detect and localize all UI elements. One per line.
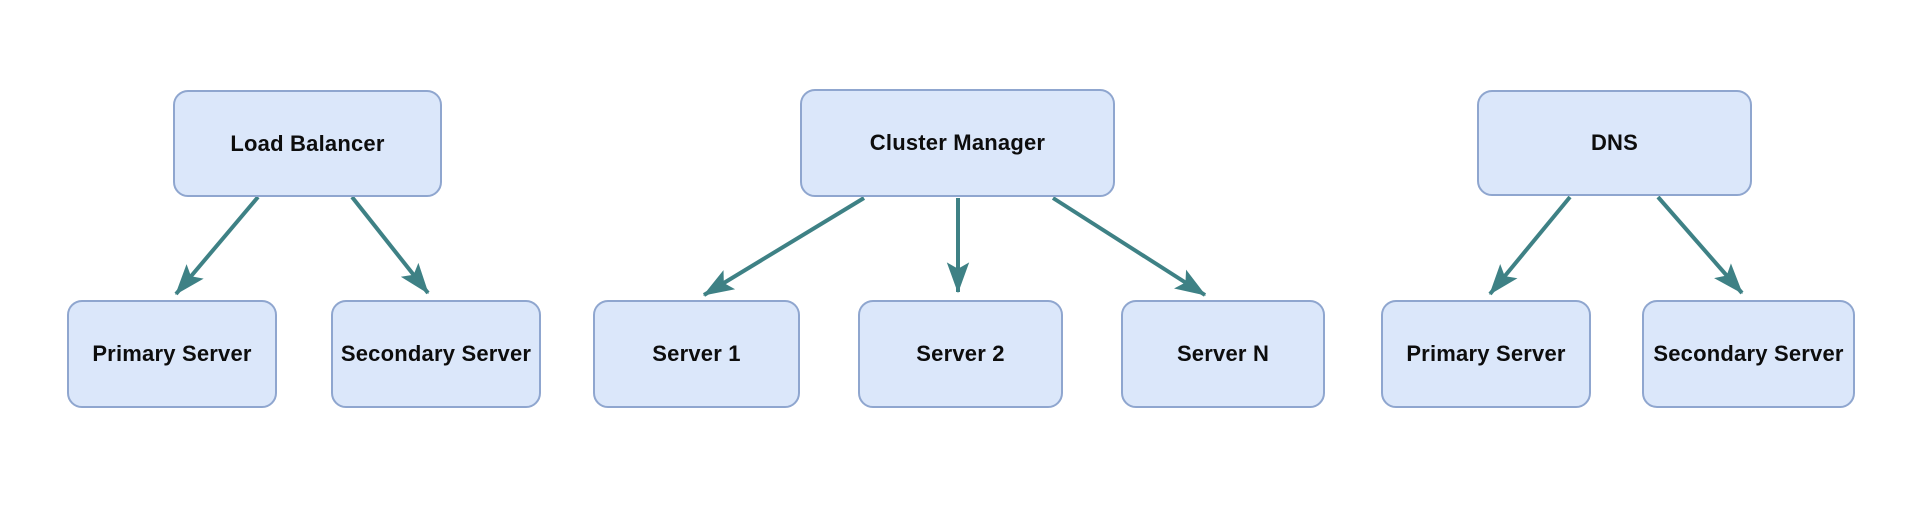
- node-server-2-label: Server 2: [916, 341, 1005, 366]
- arrow-cluster-manager-to-server-n: [1051, 196, 1207, 297]
- node-secondary-server-dns: Secondary Server: [1642, 300, 1855, 408]
- node-server-1-label: Server 1: [652, 341, 741, 366]
- node-cluster-manager-label: Cluster Manager: [869, 130, 1046, 155]
- arrow-cluster-manager-to-server-1: [702, 196, 866, 297]
- node-dns-label: DNS: [1590, 130, 1639, 155]
- node-server-n: Server N: [1121, 300, 1325, 408]
- node-secondary-server-lb: Secondary Server: [331, 300, 541, 408]
- node-primary-server-dns: Primary Server: [1381, 300, 1591, 408]
- node-primary-server-lb: Primary Server: [67, 300, 277, 408]
- node-primary-server-dns-label: Primary Server: [1406, 341, 1566, 366]
- node-server-n-label: Server N: [1176, 341, 1270, 366]
- node-load-balancer: Load Balancer: [173, 90, 442, 197]
- arrow-dns-to-primary-server: [1488, 195, 1572, 296]
- node-server-1: Server 1: [593, 300, 800, 408]
- arrow-dns-to-secondary-server: [1656, 195, 1744, 295]
- node-primary-server-lb-label: Primary Server: [92, 341, 252, 366]
- arrow-load-balancer-to-secondary-server: [350, 195, 430, 295]
- node-cluster-manager: Cluster Manager: [800, 89, 1115, 197]
- node-secondary-server-dns-label: Secondary Server: [1653, 341, 1844, 366]
- node-load-balancer-label: Load Balancer: [230, 130, 385, 156]
- arrow-load-balancer-to-primary-server: [174, 195, 260, 296]
- node-dns: DNS: [1477, 90, 1752, 196]
- node-server-2: Server 2: [858, 300, 1063, 408]
- node-secondary-server-lb-label: Secondary Server: [340, 341, 532, 366]
